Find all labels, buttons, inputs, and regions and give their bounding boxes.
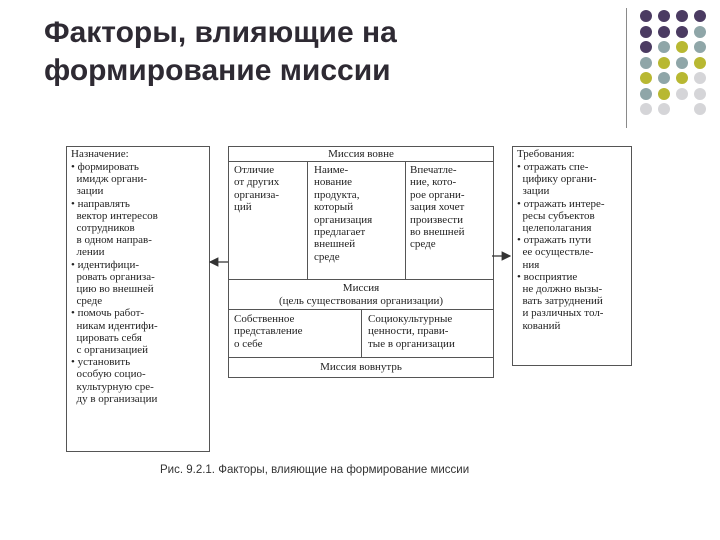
list-item: • установить: [71, 356, 131, 369]
list-item: • отражать интере-: [517, 197, 605, 210]
self-image-cell: Собственное представление о себе: [234, 313, 303, 350]
decorative-dot: [640, 10, 652, 22]
values-cell: Социокультурные ценности, прави- тые в о…: [368, 313, 455, 350]
decorative-dot: [640, 103, 652, 115]
list-item: • помочь работ-: [71, 307, 145, 320]
distinction-cell: Отличие от других организа- ций: [234, 164, 280, 214]
decorative-dot: [694, 72, 706, 84]
decorative-dot: [658, 25, 670, 38]
decorative-dot: [694, 103, 706, 115]
decorative-dot: [640, 56, 652, 69]
divider: [405, 161, 406, 279]
list-item: • восприятие: [517, 270, 578, 283]
requirements-header: Требования:: [517, 148, 575, 160]
list-item: цию во внешней: [71, 283, 154, 296]
list-item: ее осуществле-: [517, 246, 594, 259]
list-item: ресы субъектов: [517, 209, 595, 222]
decorative-dot: [658, 41, 670, 53]
purpose-header: Назначение:: [71, 148, 129, 160]
decorative-dot: [694, 56, 706, 69]
list-item: лении: [71, 246, 105, 259]
list-item: в одном направ-: [71, 234, 152, 247]
divider: [229, 279, 493, 280]
impression-cell: Впечатле- ние, кото- рое органи- зация х…: [410, 164, 465, 251]
decorative-dot: [694, 41, 706, 53]
mission-sublabel: (цель существования организации): [278, 295, 444, 307]
decorative-dot: [676, 41, 688, 53]
list-item: целеполагания: [517, 222, 592, 235]
mission-inward-footer: Миссия вовнутрь: [320, 361, 402, 373]
list-item: культурную сре-: [71, 380, 154, 393]
decorative-dot: [676, 10, 688, 22]
list-item: вектор интересов: [71, 209, 158, 222]
decorative-dot: [658, 10, 670, 22]
decorative-dot-grid: [640, 10, 718, 120]
decorative-dot: [676, 87, 688, 100]
decorative-dot: [694, 25, 706, 38]
purpose-box: Назначение: • формировать имидж органи- …: [66, 146, 210, 452]
list-item: зации: [517, 185, 550, 198]
list-item: • формировать: [71, 161, 139, 173]
product-cell: Наиме- нование продукта, который организ…: [314, 164, 373, 263]
list-item: вать затруднений: [517, 295, 603, 308]
decorative-dot: [640, 72, 652, 84]
mission-box: Миссия вовне Отличие от других организа-…: [228, 146, 494, 378]
list-item: кований: [517, 319, 561, 332]
list-item: цировать себя: [71, 331, 142, 344]
list-item: особую социо-: [71, 368, 146, 381]
divider: [229, 357, 493, 358]
divider: [307, 161, 308, 279]
decorative-dot: [694, 87, 706, 100]
list-item: никам идентифи-: [71, 319, 158, 332]
mission-outward-header: Миссия вовне: [328, 148, 394, 160]
figure-caption: Рис. 9.2.1. Факторы, влияющие на формиро…: [160, 464, 470, 476]
list-item: с организацией: [71, 344, 149, 357]
list-item: • отражать спе-: [517, 161, 589, 173]
decorative-dot: [658, 87, 670, 100]
list-item: ровать организа-: [71, 270, 155, 283]
decorative-dot: [658, 103, 670, 115]
requirements-list: • отражать спе- цифику органи- зации• от…: [513, 161, 631, 332]
decorative-dot: [658, 56, 670, 69]
list-item: имидж органи-: [71, 173, 148, 186]
list-item: • направлять: [71, 197, 130, 210]
list-item: не должно вызы-: [517, 283, 603, 296]
divider: [361, 309, 362, 357]
decorative-dot: [676, 72, 688, 84]
list-item: среде: [71, 295, 103, 308]
mission-label: Миссия: [342, 282, 380, 294]
list-item: ду в организации: [71, 392, 158, 405]
purpose-list: • формировать имидж органи- зации• напра…: [67, 161, 209, 405]
list-item: • идентифици-: [71, 258, 139, 271]
list-item: и различных тол-: [517, 307, 604, 320]
list-item: зации: [71, 185, 104, 198]
list-item: сотрудников: [71, 222, 135, 235]
decorative-dot: [640, 41, 652, 53]
decorative-dot: [640, 87, 652, 100]
decorative-dot: [676, 56, 688, 69]
decorative-dot: [640, 25, 652, 38]
slide-title: Факторы, влияющие на формирование миссии: [44, 16, 397, 87]
divider: [229, 161, 493, 162]
title-divider: [626, 8, 627, 128]
list-item: цифику органи-: [517, 173, 597, 186]
decorative-dot: [676, 25, 688, 38]
list-item: ния: [517, 258, 540, 271]
decorative-dot: [658, 72, 670, 84]
list-item: • отражать пути: [517, 234, 592, 247]
requirements-box: Требования: • отражать спе- цифику орган…: [512, 146, 632, 366]
decorative-dot: [694, 10, 706, 22]
